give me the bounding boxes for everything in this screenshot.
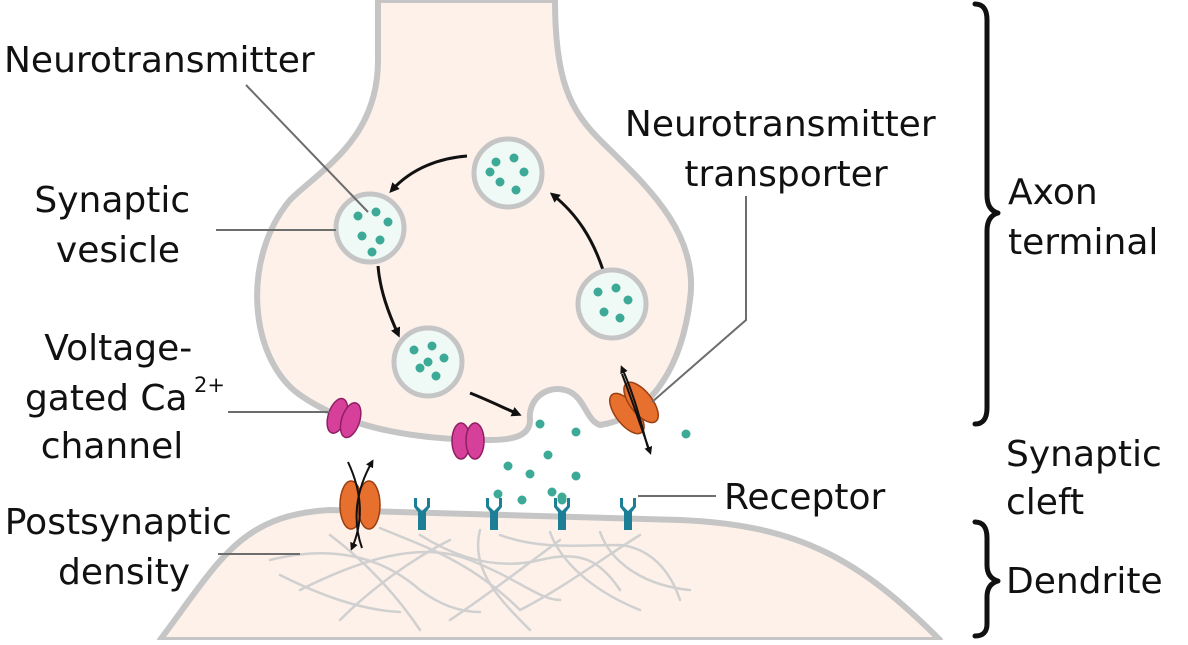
leader-lines [216,84,747,555]
label-synaptic-cleft-line-1: Synaptic [1006,434,1162,475]
label-calcium-charge: 2+ [194,373,225,397]
label-postsynaptic-density-line-2: density [58,552,190,593]
refilling-vesicle [575,267,649,341]
dendrite-brace [972,519,1001,639]
ion-channel-flux-arrows [347,459,374,551]
label-axon-terminal: Axon terminal [1008,172,1158,263]
label-transporter-line-1: Neurotransmitter [625,104,936,145]
label-transporter-line-2: transporter [684,154,887,195]
axon-terminal-body [254,0,695,443]
label-voltage-gated-line-3: channel [41,426,183,467]
label-axon-terminal-line-1: Axon [1008,172,1098,213]
leader-transporter [651,196,747,403]
neurotransmitter-molecules [353,153,691,505]
bound-neurotransmitter [557,492,567,502]
label-voltage-gated-line-1: Voltage- [44,328,192,369]
label-postsynaptic-density: Postsynaptic density [5,502,243,593]
vesicle-cycle-arrows [376,154,605,417]
label-axon-terminal-line-2: terminal [1008,222,1158,263]
label-postsynaptic-density-line-1: Postsynaptic [5,502,232,543]
leader-neurotransmitter [245,84,369,213]
label-synaptic-vesicle-line-1: Synaptic [34,180,190,221]
synaptic-vesicle [333,191,407,265]
label-synaptic-cleft: Synaptic cleft [1006,434,1173,523]
label-neurotransmitter: Neurotransmitter [4,40,315,81]
axon-terminal-brace [972,1,1001,427]
transporter-flux-arrows [620,365,653,455]
label-transporter: Neurotransmitter transporter [625,104,947,195]
label-voltage-gated-channel: Voltage- gated Ca channel [25,328,204,467]
calcium-channel [451,422,485,460]
dendrite-body [157,507,943,643]
label-dendrite: Dendrite [1006,561,1163,602]
calcium-channel [326,397,362,439]
label-synaptic-cleft-line-2: cleft [1006,482,1084,523]
recycled-vesicle [471,136,545,210]
label-synaptic-vesicle-line-2: vesicle [56,230,180,271]
label-receptor: Receptor [724,477,885,518]
label-synaptic-vesicle: Synaptic vesicle [34,180,201,271]
postsynaptic-density-fibres [268,526,692,632]
label-voltage-gated-line-2: gated Ca [25,378,188,419]
